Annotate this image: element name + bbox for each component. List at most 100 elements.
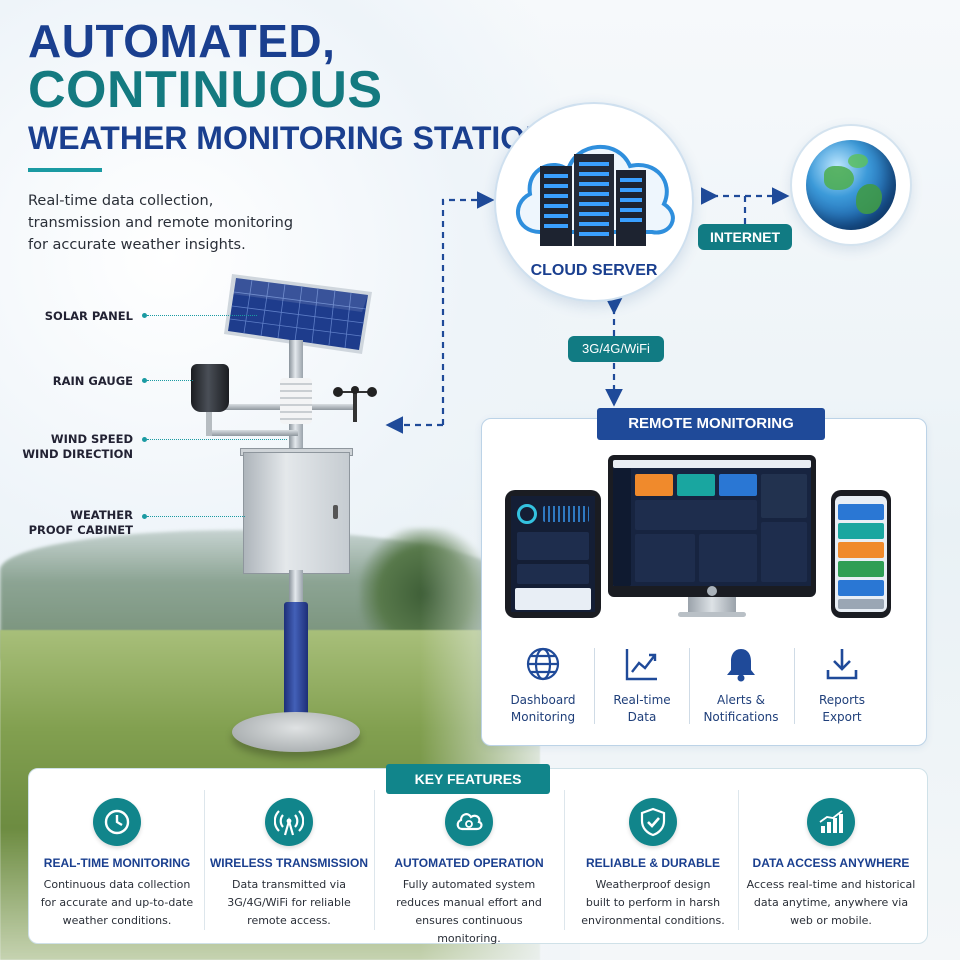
label-cabinet-line2: PROOF CABINET — [28, 523, 133, 537]
cloud-server-icon — [516, 144, 675, 246]
tablet-screen — [511, 496, 595, 612]
monitor-foot — [678, 612, 746, 617]
key-feature-heading: REAL-TIME MONITORING — [43, 856, 191, 870]
label-cabinet-line1: WEATHER — [70, 508, 133, 522]
connectivity-label: 3G/4G/WiFi — [568, 336, 664, 362]
monitor-screen — [613, 460, 811, 586]
globe-landmass — [848, 154, 868, 168]
sensor-arm-lower — [208, 430, 298, 436]
key-feature-desc-line1: Data transmitted via — [232, 878, 346, 891]
key-feature-wireless: WIRELESS TRANSMISSION Data transmitted v… — [204, 798, 374, 930]
leader-dot — [142, 378, 147, 383]
key-feature-desc-line3: weather conditions. — [62, 914, 172, 927]
globe-icon — [806, 140, 896, 230]
globe-icon — [526, 647, 560, 681]
globe-landmass — [856, 184, 882, 214]
feature-label-line2: Notifications — [703, 710, 779, 724]
title-underline — [28, 168, 102, 172]
title-line-3: WEATHER MONITORING STATION — [28, 120, 549, 156]
cloud-server-label: CLOUD SERVER — [530, 262, 658, 279]
key-feature-desc-line1: Continuous data collection — [43, 878, 191, 891]
feature-alerts: Alerts & Notifications — [691, 646, 791, 726]
phone-device — [831, 490, 891, 618]
anemometer-stem — [353, 392, 357, 422]
label-wind-speed: WIND SPEED — [50, 432, 133, 446]
leader-line — [147, 315, 257, 316]
feature-label-line1: Alerts & — [717, 693, 765, 707]
download-icon — [826, 649, 858, 680]
label-solar-panel: SOLAR PANEL — [44, 309, 133, 323]
remote-monitoring-title: REMOTE MONITORING — [597, 408, 825, 440]
key-feature-divider — [204, 790, 205, 930]
key-feature-reliable: RELIABLE & DURABLE Weatherproof design b… — [568, 798, 738, 930]
leader-line — [147, 380, 193, 381]
feature-label-line1: Dashboard — [510, 693, 576, 707]
monitor-device — [608, 455, 816, 597]
key-features-title: KEY FEATURES — [386, 764, 550, 794]
key-feature-desc-line3: web or mobile. — [790, 914, 872, 927]
key-feature-heading: AUTOMATED OPERATION — [394, 856, 544, 870]
clock-icon — [93, 798, 141, 846]
tablet-device — [505, 490, 601, 618]
key-features-panel — [28, 768, 928, 944]
antenna-icon — [265, 798, 313, 846]
key-feature-desc-line2: data anytime, anywhere via — [753, 896, 909, 909]
key-feature-desc-line1: Access real-time and historical — [746, 878, 916, 891]
rain-gauge-image — [191, 364, 229, 412]
key-feature-desc-line2: built to perform in harsh — [585, 896, 721, 909]
feature-divider — [794, 648, 795, 724]
solar-panel-image — [224, 274, 372, 354]
apple-logo — [707, 586, 717, 596]
feature-label-line1: Real-time — [613, 693, 671, 707]
feature-label-line1: Reports — [818, 693, 866, 707]
leader-dot — [142, 313, 147, 318]
sensor-arm-bracket — [206, 406, 212, 436]
feature-dashboard-monitoring: Dashboard Monitoring — [493, 646, 593, 726]
leader-line — [147, 439, 287, 440]
feature-label-line2: Monitoring — [510, 710, 576, 724]
subtitle: Real-time data collection, transmission … — [28, 193, 294, 253]
title-line-1: AUTOMATED, — [28, 15, 336, 67]
feature-divider — [594, 648, 595, 724]
key-feature-desc-line1: Weatherproof design — [595, 878, 711, 891]
label-wind: WIND SPEED WIND DIRECTION — [20, 432, 133, 462]
key-feature-divider — [374, 790, 375, 930]
radiation-shield-image — [280, 378, 312, 424]
leader-dot — [142, 437, 147, 442]
key-feature-desc-line3: environmental conditions. — [581, 914, 725, 927]
feature-label-line2: Export — [822, 710, 862, 724]
mast-middle — [289, 570, 303, 610]
phone-screen — [835, 496, 887, 612]
key-feature-data-access: DATA ACCESS ANYWHERE Access real-time an… — [746, 798, 916, 930]
key-feature-desc-line2: for accurate and up-to-date — [40, 896, 194, 909]
label-wind-direction: WIND DIRECTION — [22, 447, 133, 461]
label-rain-gauge: RAIN GAUGE — [52, 374, 133, 388]
key-feature-automated: AUTOMATED OPERATION Fully automated syst… — [384, 798, 554, 948]
feature-divider — [689, 648, 690, 724]
bar-chart-icon — [807, 798, 855, 846]
label-cabinet: WEATHER PROOF CABINET — [20, 508, 133, 538]
key-feature-desc-line2: 3G/4G/WiFi for reliable — [227, 896, 351, 909]
title-line-2: CONTINUOUS — [28, 61, 383, 119]
key-feature-heading: DATA ACCESS ANYWHERE — [752, 856, 910, 870]
weatherproof-cabinet-image — [243, 452, 350, 574]
key-feature-desc-line2: reduces manual effort and — [396, 896, 542, 909]
line-chart-icon — [625, 649, 657, 681]
monitor-stand — [688, 597, 736, 613]
key-feature-divider — [564, 790, 565, 930]
internet-label: INTERNET — [698, 224, 792, 250]
mast-base-pole — [284, 602, 308, 722]
globe-landmass — [824, 166, 854, 190]
feature-reports-export: Reports Export — [792, 646, 892, 726]
leader-line — [147, 516, 245, 517]
bell-icon — [727, 649, 755, 682]
shield-check-icon — [629, 798, 677, 846]
concrete-base — [232, 712, 360, 752]
key-feature-desc-line1: Fully automated system — [402, 878, 536, 891]
key-feature-desc-line3: ensures continuous monitoring. — [415, 914, 523, 945]
key-feature-heading: RELIABLE & DURABLE — [586, 856, 720, 870]
leader-dot — [142, 514, 147, 519]
feature-realtime-data: Real-time Data — [592, 646, 692, 726]
key-feature-divider — [738, 790, 739, 930]
key-feature-desc-line3: remote access. — [247, 914, 331, 927]
